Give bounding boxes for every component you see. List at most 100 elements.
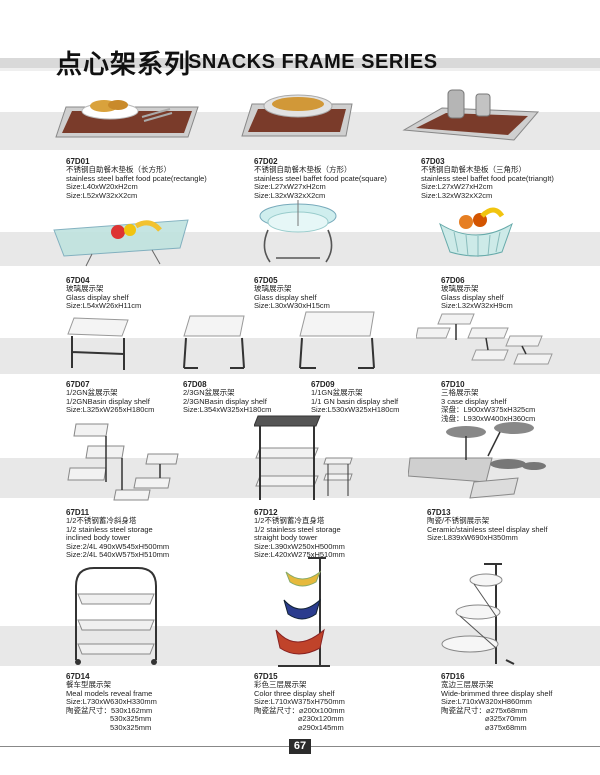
product-code: 67D11 xyxy=(66,508,90,517)
product-line: ⌀325x70mm xyxy=(485,714,527,724)
product-line: 1/1 GN basin display shelf xyxy=(311,396,399,406)
color-three-shelf-image xyxy=(275,557,330,667)
product-line: 浅盘：L930xW400xH360cm xyxy=(441,413,536,423)
product-line: Size:L530xW325xH180cm xyxy=(311,405,400,415)
product-line: Size:L730xW630xH330mm xyxy=(66,697,157,707)
product-line: 餐车型展示架 xyxy=(66,680,111,689)
tray-rectangle-image xyxy=(55,100,199,138)
straight-tower-image xyxy=(254,415,353,500)
product-line: Size:2/4L 540xW575xH510mm xyxy=(66,550,170,560)
product-line: 玻璃展示架 xyxy=(66,284,104,293)
product-line: Size:L354xW325xH180cm xyxy=(183,405,272,415)
product-67D01: 67D01 不锈钢自助餐木垫板（长方形） stainless steel baf… xyxy=(66,157,207,200)
product-line: 陶瓷/不锈钢展示架 xyxy=(427,516,490,525)
product-line: Glass display shelf xyxy=(66,292,129,302)
product-67D10: 67D10 三格展示架 3 case display shelf 深盘：L900… xyxy=(441,380,535,423)
header-bar-shadow xyxy=(0,68,600,71)
product-line: 深盘：L900xW375xH325cm xyxy=(441,405,536,415)
gn-two-thirds-shelf-image xyxy=(183,315,245,369)
product-line: Size:L325xW265xH180cm xyxy=(66,405,155,415)
product-code: 67D09 xyxy=(311,380,335,389)
product-line: ⌀375x68mm xyxy=(485,722,527,732)
product-67D12: 67D12 1/2不锈钢蓄冷直身塔 1/2 stainless steel st… xyxy=(254,508,345,560)
product-67D05: 67D05 玻璃展示架 Glass display shelf Size:L30… xyxy=(254,276,330,311)
product-line: Size:L32xW32xX2cm xyxy=(254,190,326,200)
product-line: 1/2 stainless steel storage xyxy=(66,524,153,534)
product-line: ⌀290x145mm xyxy=(298,722,344,732)
product-line: Size:2/4L 490xW545xH500mm xyxy=(66,541,170,551)
glass-shelf-long-image xyxy=(53,219,189,267)
product-code: 67D01 xyxy=(66,157,90,166)
product-67D03: 67D03 不锈钢自助餐木垫板（三角形） stainless steel baf… xyxy=(421,157,554,200)
product-code: 67D04 xyxy=(66,276,90,285)
product-line: Color three display shelf xyxy=(254,688,335,698)
product-67D11: 67D11 1/2不锈钢蓄冷斜身塔 1/2 stainless steel st… xyxy=(66,508,169,560)
product-line: Size:L32xW32xH9cm xyxy=(441,301,513,311)
product-line: Size:L30xW30xH15cm xyxy=(254,301,330,311)
product-67D16: 67D16 宽边三层展示架 Wide-brimmed three display… xyxy=(441,672,552,733)
product-67D15: 67D15 彩色三层展示架 Color three display shelf … xyxy=(254,672,345,733)
product-line: Size:L27xW27xH2cm xyxy=(421,182,493,192)
product-code: 67D13 xyxy=(427,508,451,517)
product-line: 三格展示架 xyxy=(441,388,479,397)
glass-fruit-bowl-image xyxy=(439,207,513,257)
product-line: 宽边三层展示架 xyxy=(441,680,494,689)
product-line: 530x325mm xyxy=(110,722,152,732)
product-code: 67D05 xyxy=(254,276,278,285)
product-line: 玻璃展示架 xyxy=(441,284,479,293)
glass-bowl-stand-image xyxy=(259,200,337,263)
footer-rule-right xyxy=(311,746,600,747)
product-line: 陶瓷盆尺寸：530x162mm xyxy=(66,705,153,715)
product-line: 2/3GNBasin display shelf xyxy=(183,396,267,406)
product-line: 530x325mm xyxy=(110,714,152,724)
product-line: 不锈钢自助餐木垫板（三角形） xyxy=(421,165,526,174)
page-header: 点心架系列 SNACKS FRAME SERIES xyxy=(0,0,600,80)
product-67D09: 67D09 1/1GN盆展示架 1/1 GN basin display she… xyxy=(311,380,399,415)
product-line: Ceramic/stainless steel display shelf xyxy=(427,524,548,534)
product-line: 1/2 stainless steel storage xyxy=(254,524,341,534)
wide-brim-three-shelf-image xyxy=(441,563,515,665)
product-line: 不锈钢自助餐木垫板（长方形） xyxy=(66,165,171,174)
inclined-tower-image xyxy=(67,423,179,501)
product-line: 1/2GN盆展示架 xyxy=(66,388,118,397)
product-line: stainless steel baffet food pcate(rectan… xyxy=(66,173,207,183)
gn-half-shelf-image xyxy=(67,317,129,370)
footer-rule-left xyxy=(0,746,289,747)
gn-full-shelf-image xyxy=(299,311,375,369)
three-case-shelf-image xyxy=(416,313,553,365)
product-line: Wide-brimmed three display shelf xyxy=(441,688,553,698)
tray-triangle-image xyxy=(402,89,540,141)
product-line: Size:L839xW690xH350mm xyxy=(427,533,518,543)
product-line: stainless steel baffet food pcate(square… xyxy=(254,173,387,183)
product-line: 1/1GN盆展示架 xyxy=(311,388,363,397)
product-67D08: 67D08 2/3GN盆展示架 2/3GNBasin display shelf… xyxy=(183,380,271,415)
product-line: 1/2不锈钢蓄冷直身塔 xyxy=(254,516,325,525)
product-line: 3 case display shelf xyxy=(441,396,507,406)
product-line: 玻璃展示架 xyxy=(254,284,292,293)
product-line: Size:L420xW275xH510mm xyxy=(254,550,345,560)
product-line: straight body tower xyxy=(254,533,318,543)
product-line: Size:L27xW27xH2cm xyxy=(254,182,326,192)
product-line: Size:L32xW32xX2cm xyxy=(421,190,493,200)
meal-cart-shelf-image xyxy=(75,567,157,665)
ceramic-steel-shelf-image xyxy=(408,422,546,499)
product-line: Glass display shelf xyxy=(441,292,504,302)
product-line: Size:L54xW26xH11cm xyxy=(66,301,142,311)
product-code: 67D15 xyxy=(254,672,278,681)
product-line: inclined body tower xyxy=(66,533,131,543)
product-line: 1/2GNBasin display shelf xyxy=(66,396,150,406)
page-number: 67 xyxy=(289,739,311,754)
product-code: 67D02 xyxy=(254,157,278,166)
product-67D07: 67D07 1/2GN盆展示架 1/2GNBasin display shelf… xyxy=(66,380,154,415)
product-code: 67D10 xyxy=(441,380,465,389)
product-line: Size:L710xW375xH750mm xyxy=(254,697,345,707)
product-line: Size:L390xW250xH500mm xyxy=(254,541,345,551)
header-bar xyxy=(0,58,600,68)
product-line: 彩色三层展示架 xyxy=(254,680,307,689)
product-code: 67D08 xyxy=(183,380,207,389)
product-line: Size:L52xW32xX2cm xyxy=(66,190,138,200)
product-line: Glass display shelf xyxy=(254,292,317,302)
product-line: 2/3GN盆展示架 xyxy=(183,388,235,397)
tray-square-image xyxy=(241,94,353,137)
product-code: 67D16 xyxy=(441,672,465,681)
